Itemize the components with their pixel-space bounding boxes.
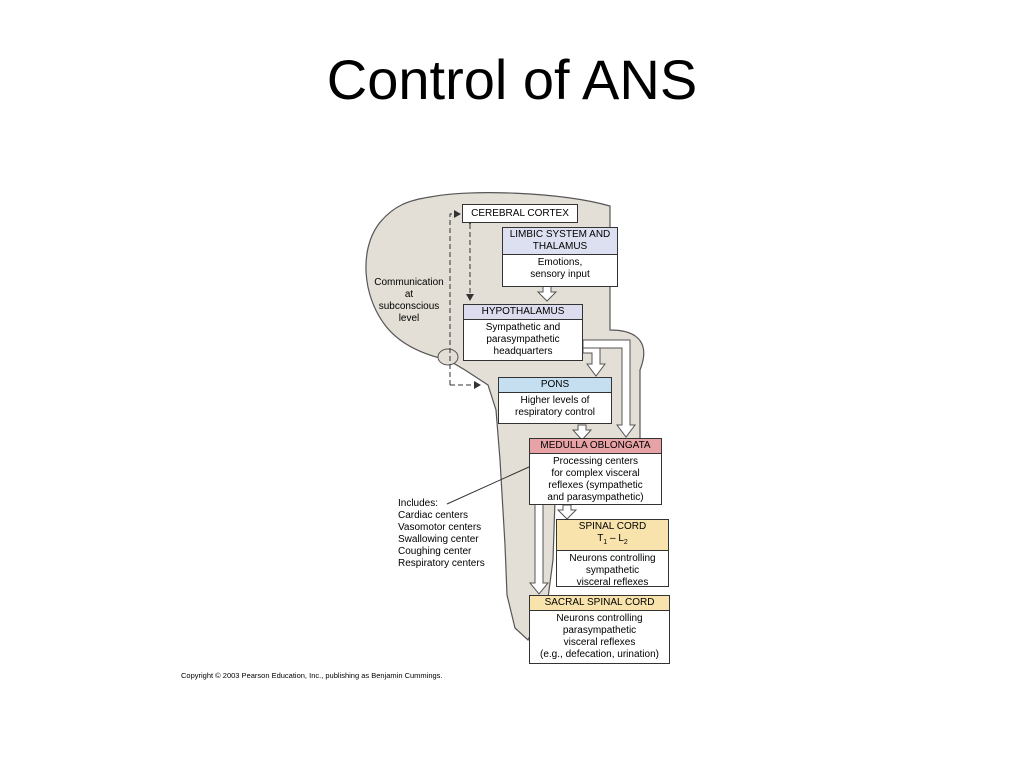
medulla-oblongata-header: MEDULLA OBLONGATA	[530, 439, 661, 454]
flow-arrows	[528, 285, 636, 595]
spinal-cord-box: SPINAL CORD T1 – L2 Neurons controlling …	[556, 519, 669, 588]
communication-dashed-lines	[449, 210, 481, 389]
pons-header: PONS	[499, 378, 611, 393]
pituitary-shape	[437, 348, 459, 366]
medulla-oblongata-box: MEDULLA OBLONGATA Processing centers for…	[529, 438, 662, 505]
spinal-range-end: L	[618, 533, 624, 544]
pons-box: PONS Higher levels of respiratory contro…	[498, 377, 612, 424]
hypothalamus-header: HYPOTHALAMUS	[464, 305, 582, 320]
spinal-cord-label: SPINAL CORD	[578, 521, 647, 532]
hypothalamus-box: HYPOTHALAMUS Sympathetic and parasympath…	[463, 304, 583, 361]
spinal-cord-header: SPINAL CORD T1 – L2	[557, 520, 668, 551]
spinal-range-end-sub: 2	[623, 539, 628, 546]
cerebral-cortex-box: CEREBRAL CORTEX	[462, 204, 578, 223]
limbic-system-box: LIMBIC SYSTEM AND THALAMUS Emotions, sen…	[502, 227, 618, 287]
sacral-spinal-cord-description: Neurons controlling parasympathetic visc…	[540, 613, 659, 660]
copyright-notice: Copyright © 2003 Pearson Education, Inc.…	[181, 671, 443, 680]
communication-note: Communication at subconscious level	[374, 277, 444, 324]
slide-title: Control of ANS	[326, 48, 698, 111]
spinal-cord-description: Neurons controlling sympathetic visceral…	[569, 553, 656, 588]
sacral-spinal-cord-header: SACRAL SPINAL CORD	[530, 596, 669, 611]
sacral-spinal-cord-box: SACRAL SPINAL CORD Neurons controlling p…	[529, 595, 670, 664]
hypothalamus-description: Sympathetic and parasympathetic headquar…	[485, 322, 561, 357]
medulla-oblongata-description: Processing centers for complex visceral …	[547, 456, 644, 503]
limbic-system-description: Emotions, sensory input	[530, 257, 590, 280]
spinal-range-start-sub: 1	[603, 539, 608, 546]
spinal-range-separator: –	[607, 533, 619, 544]
pons-description: Higher levels of respiratory control	[514, 395, 596, 418]
cerebral-cortex-label: CEREBRAL CORTEX	[471, 208, 569, 219]
limbic-system-header: LIMBIC SYSTEM AND THALAMUS	[503, 228, 617, 255]
includes-leader-line	[446, 461, 541, 505]
includes-list: Includes: Cardiac centers Vasomotor cent…	[398, 498, 485, 569]
spinal-range-start: T	[597, 533, 604, 544]
spinal-cord-range: T1 – L2	[559, 533, 666, 549]
